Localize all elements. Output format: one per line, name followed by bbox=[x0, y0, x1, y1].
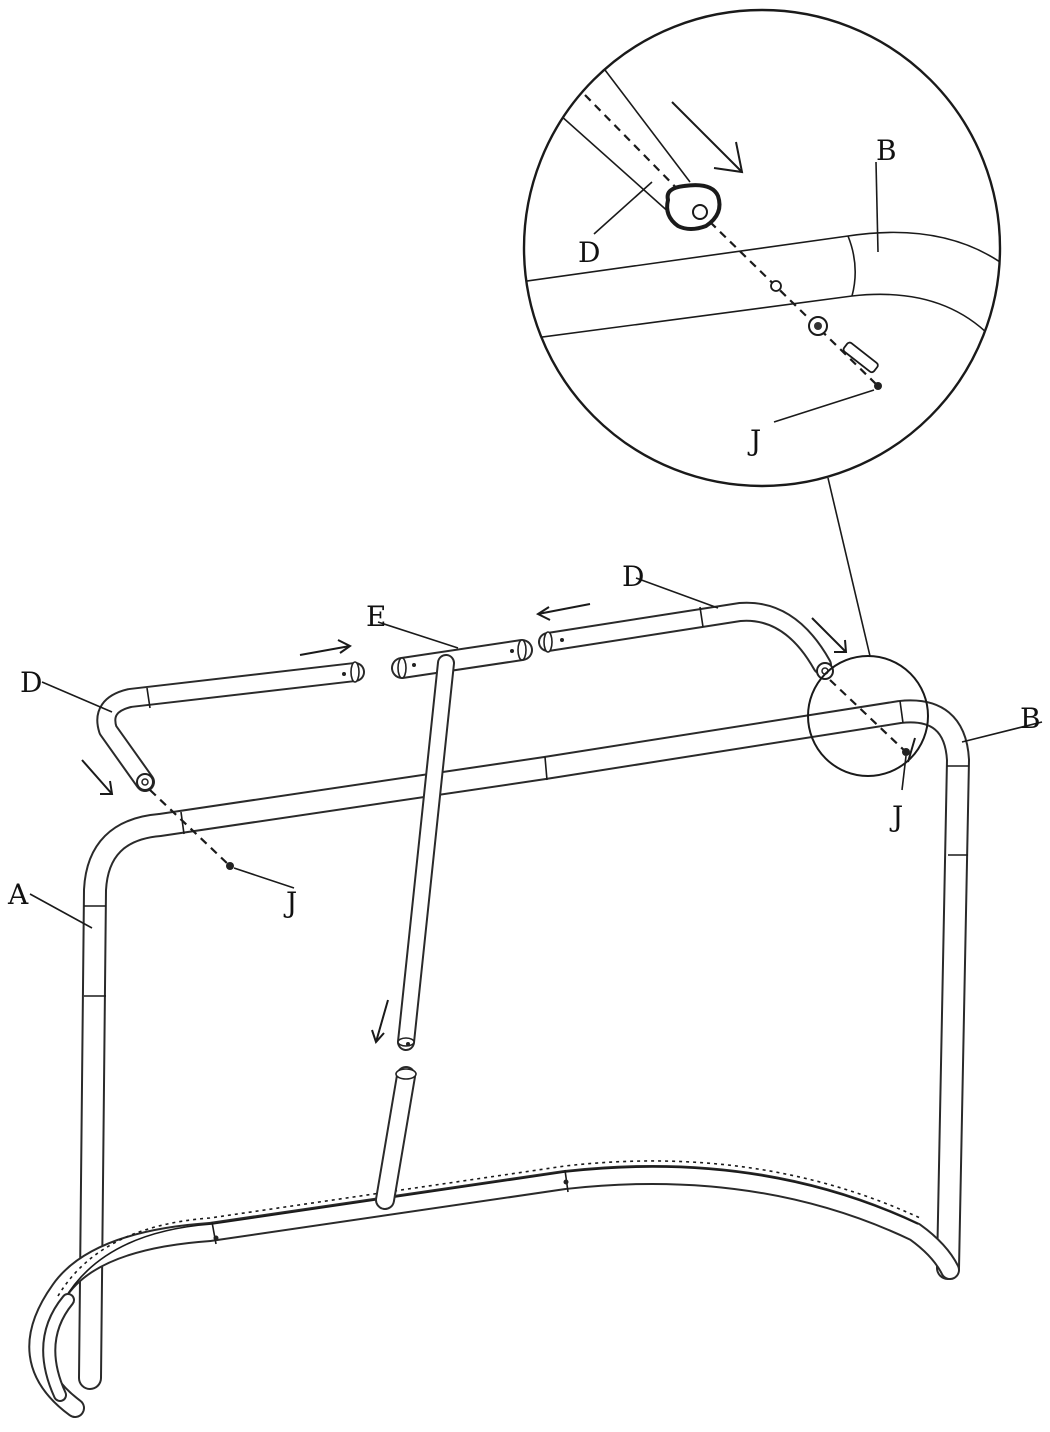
main-frame bbox=[78, 699, 970, 1390]
label-b-main: B bbox=[1020, 702, 1041, 735]
left-bolt-j bbox=[226, 862, 234, 870]
arrow-icon bbox=[535, 603, 591, 621]
label-a: A bbox=[7, 878, 29, 911]
left-d-tube bbox=[96, 661, 365, 792]
center-post-e bbox=[375, 639, 533, 1210]
leader-b-main bbox=[961, 721, 1043, 743]
bolt-j bbox=[842, 341, 879, 374]
label-j-detail: J bbox=[747, 424, 761, 457]
arrow-icon bbox=[371, 999, 389, 1044]
arrow-icon bbox=[299, 639, 352, 656]
label-b-detail: B bbox=[876, 134, 897, 167]
leader-j-detail bbox=[773, 389, 875, 423]
leader-e bbox=[377, 621, 459, 649]
label-e: E bbox=[366, 600, 386, 633]
right-d-tube bbox=[538, 601, 834, 680]
bottom-curved-tube bbox=[28, 1165, 960, 1418]
arrow-icon bbox=[907, 737, 916, 763]
left-bolt-path bbox=[149, 789, 231, 867]
label-j-right: J bbox=[889, 800, 903, 833]
label-d-right: D bbox=[622, 560, 644, 593]
bottom-frame bbox=[28, 1160, 960, 1418]
leader-a bbox=[29, 893, 93, 929]
label-d-left: D bbox=[20, 666, 42, 699]
arrow-icon bbox=[811, 617, 848, 653]
leader-d-detail bbox=[593, 181, 653, 235]
leader-b-detail bbox=[875, 161, 879, 253]
label-j-left: J bbox=[283, 886, 297, 919]
zoom-detail-circle bbox=[522, 8, 1002, 488]
right-bolt-j bbox=[902, 748, 910, 756]
detail-callout-circle bbox=[807, 655, 929, 777]
right-bolt-path bbox=[829, 679, 907, 753]
leader-d-right bbox=[635, 577, 719, 609]
label-d-detail: D bbox=[578, 236, 600, 269]
leader-j-right bbox=[901, 755, 907, 791]
leader-d-left bbox=[41, 681, 113, 713]
net-clip-rail bbox=[57, 1160, 921, 1297]
joint-top-bar bbox=[544, 756, 548, 781]
arrow-icon bbox=[671, 101, 743, 173]
zoom-detail-view bbox=[524, 69, 1000, 390]
leader-j-left bbox=[233, 867, 295, 889]
arrow-icon bbox=[81, 759, 114, 795]
detail-connector-line bbox=[827, 477, 871, 657]
